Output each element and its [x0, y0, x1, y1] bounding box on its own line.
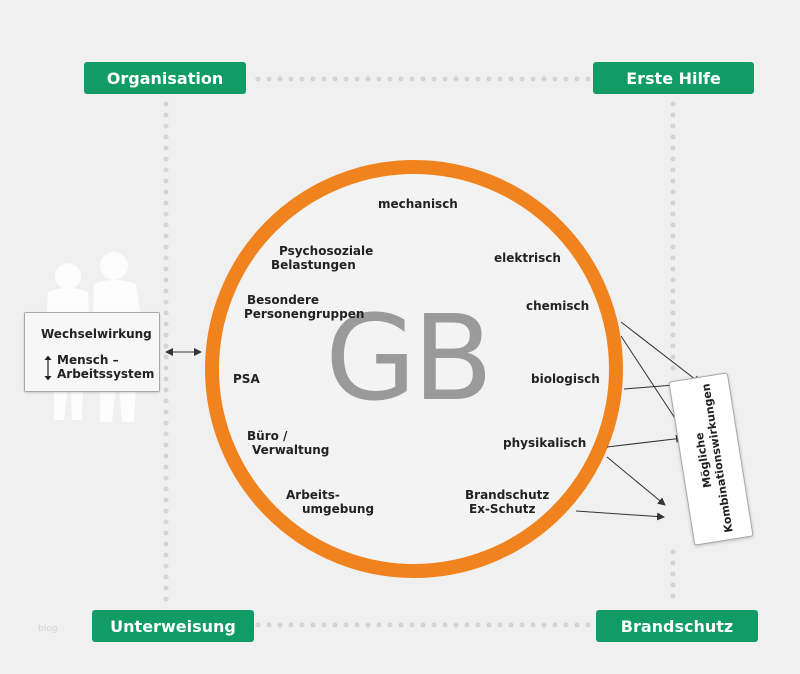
- hazard-biologisch: biologisch: [531, 372, 600, 386]
- wechselwirkung-box: Wechselwirkung Mensch – Arbeitssystem: [24, 312, 160, 392]
- organisation-box: Organisation: [84, 62, 246, 94]
- gb-ring: [205, 160, 623, 578]
- hazard-besondere-line2: Personengruppen: [244, 307, 365, 321]
- up-down-arrow-icon: [44, 355, 52, 381]
- brandschutz-box: Brandschutz: [596, 610, 758, 642]
- unterweisung-label: Unterweisung: [110, 616, 236, 636]
- hazard-brandschutz: Brandschutz Ex-Schutz: [465, 488, 549, 516]
- gb-title: GB: [325, 289, 493, 427]
- wechselwirkung-line2: Arbeitssystem: [57, 367, 155, 381]
- brandschutz-label: Brandschutz: [620, 616, 734, 636]
- hazard-arbeitsumgebung-line1: Arbeits-: [286, 488, 340, 502]
- hazard-arbeitsumgebung: Arbeits- umgebung: [286, 488, 374, 516]
- organisation-label: Organisation: [106, 68, 224, 88]
- hazard-psychosozial: Psychosoziale Belastungen: [271, 244, 374, 272]
- hazard-chemisch: chemisch: [526, 299, 590, 313]
- wechselwirkung-title: Wechselwirkung: [41, 327, 152, 341]
- wechselwirkung-line1: Mensch –: [57, 353, 119, 367]
- hazard-buero: Büro / Verwaltung: [247, 429, 329, 457]
- hazard-arbeitsumgebung-line2: umgebung: [302, 502, 375, 516]
- hazard-psa: PSA: [233, 372, 260, 386]
- hazard-mechanisch: mechanisch: [378, 197, 458, 211]
- erste-hilfe-box: Erste Hilfe: [593, 62, 754, 94]
- hazard-buero-line1: Büro /: [247, 429, 288, 443]
- hazard-psychosozial-line2: Belastungen: [271, 258, 356, 272]
- hazard-psychosozial-line1: Psychosoziale: [279, 244, 374, 258]
- dotted-frame: [163, 76, 676, 628]
- kombinationswirkungen-text: Mögliche Kombinationswirkungen: [685, 378, 738, 540]
- hazard-brandschutz-line1: Brandschutz: [465, 488, 550, 502]
- hazard-buero-line2: Verwaltung: [252, 443, 330, 457]
- watermark-text: blog: [38, 624, 58, 634]
- hazard-elektrisch: elektrisch: [494, 251, 561, 265]
- hazard-physikalisch: physikalisch: [503, 436, 587, 450]
- erste-hilfe-label: Erste Hilfe: [626, 68, 721, 88]
- hazard-besondere: Besondere Personengruppen: [244, 293, 365, 321]
- hazard-besondere-line1: Besondere: [247, 293, 319, 307]
- unterweisung-box: Unterweisung: [92, 610, 254, 642]
- hazard-brandschutz-line2: Ex-Schutz: [469, 502, 536, 516]
